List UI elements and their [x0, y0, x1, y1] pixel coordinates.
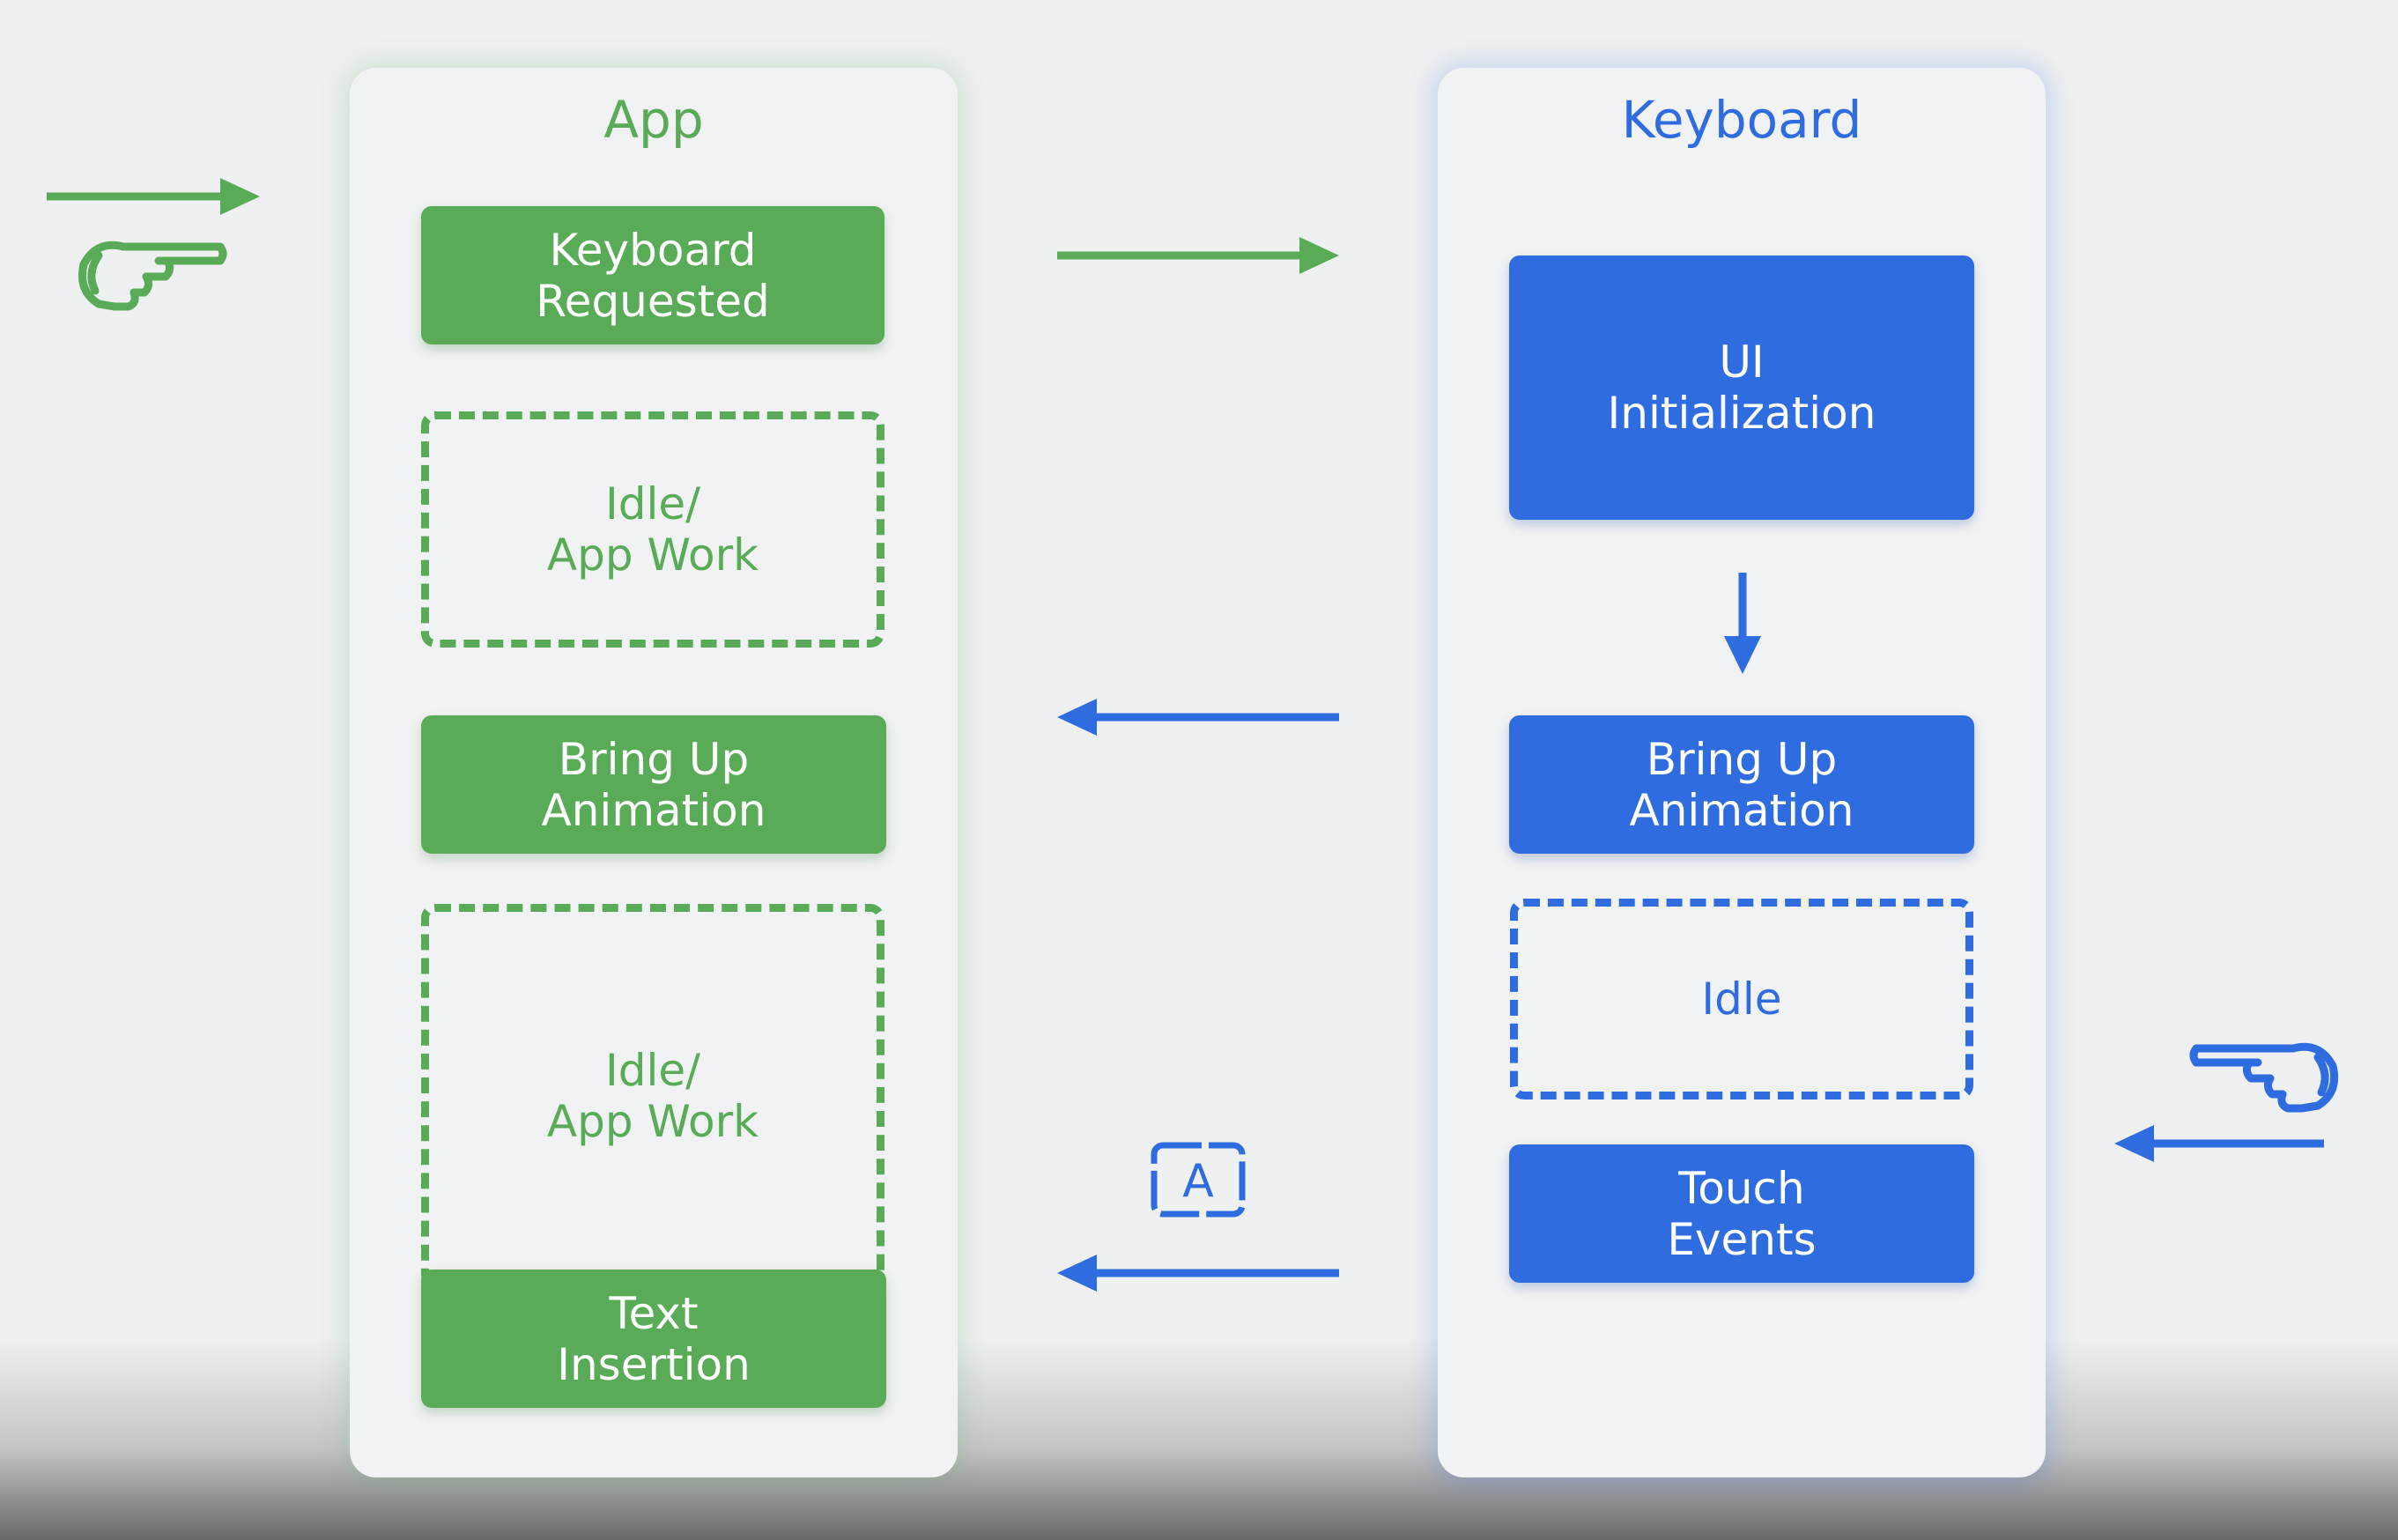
pointing-hand-right-icon: [78, 241, 227, 311]
keyboard-step-touch-events: Touch Events: [1509, 1144, 1974, 1283]
app-lane-title: App: [603, 90, 704, 150]
arrow-keyboard-to-app-animation: [1057, 699, 1339, 736]
app-step-keyboard-requested: Keyboard Requested: [421, 206, 884, 344]
arrow-keyboard-to-app-text: [1057, 1255, 1339, 1292]
pointing-hand-left-icon: [2189, 1042, 2339, 1113]
arrow-ui-init-to-animation: [1724, 573, 1761, 674]
letter-a-glyph: A: [1182, 1155, 1214, 1208]
keyboard-lane: Keyboard UI Initialization Bring Up Anim…: [1438, 68, 2046, 1477]
app-step-text-insertion: Text Insertion: [421, 1270, 886, 1408]
app-lane: App Keyboard Requested Idle/ App Work Br…: [350, 68, 958, 1477]
keyboard-lane-title: Keyboard: [1621, 90, 1862, 150]
keyboard-step-bring-up-animation: Bring Up Animation: [1509, 715, 1974, 854]
keyboard-step-idle: Idle: [1510, 899, 1973, 1099]
app-step-bring-up-animation: Bring Up Animation: [421, 715, 886, 854]
app-step-idle-app-work-1: Idle/ App Work: [421, 411, 884, 648]
letter-a-input-icon: A: [1151, 1142, 1246, 1218]
incoming-arrow-left: [47, 178, 260, 215]
arrow-app-to-keyboard: [1057, 237, 1339, 274]
keyboard-step-ui-initialization: UI Initialization: [1509, 255, 1974, 520]
incoming-arrow-right: [2114, 1125, 2324, 1162]
